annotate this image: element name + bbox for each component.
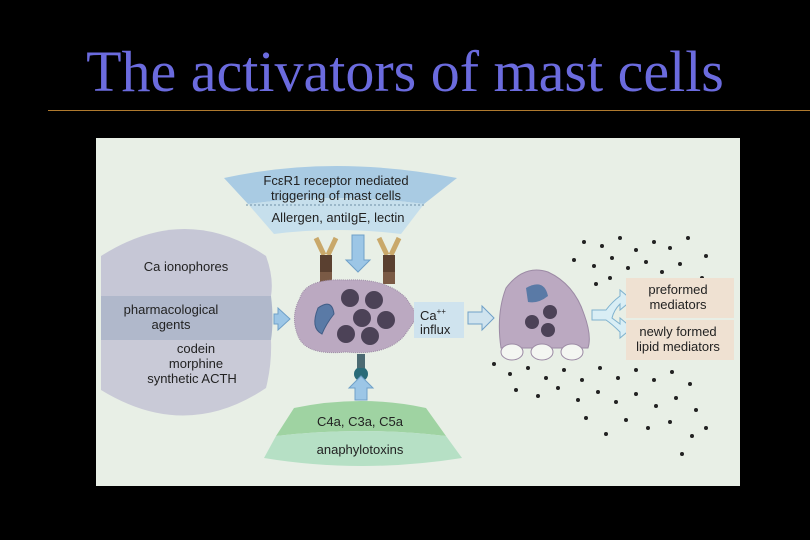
bottom-fan-top (276, 401, 446, 436)
mast-cell-diagram: FcεR1 receptor mediated triggering of ma… (96, 138, 740, 486)
anaphylotoxin-receptor (354, 367, 368, 381)
bottom-bottom-label: anaphylotoxins (317, 442, 404, 457)
granule (361, 327, 379, 345)
left-fan-top (101, 229, 272, 296)
fce-title-line2: triggering of mast cells (271, 188, 402, 203)
slide-title: The activators of mast cells (86, 39, 724, 104)
degranulation-vesicle (500, 343, 524, 361)
granule (337, 325, 355, 343)
left-fan-mid (101, 296, 273, 340)
left-fan-bottom (101, 340, 272, 416)
left-bottom-line1: codein (177, 341, 215, 356)
granule (543, 305, 557, 319)
release-arrow (591, 288, 633, 340)
diagram-svg: FcεR1 receptor mediated triggering of ma… (101, 166, 734, 466)
released-mediators (492, 236, 708, 456)
receptor-right (376, 236, 402, 284)
granule (365, 291, 383, 309)
granule (525, 315, 539, 329)
degranulation-vesicle (530, 343, 554, 361)
fce-title-line1: FcεR1 receptor mediated (263, 173, 408, 188)
influx-arrow (467, 304, 495, 332)
fce-subtitle: Allergen, antiIgE, lectin (272, 210, 405, 225)
granule (541, 323, 555, 337)
receptor-left (313, 236, 339, 284)
left-top-label: Ca ionophores (144, 259, 229, 274)
preformed-mediators-box (626, 278, 734, 318)
bottom-top-label: C4a, C3a, C5a (317, 414, 404, 429)
preformed-line2: mediators (649, 297, 707, 312)
influx-label: influx (420, 322, 451, 337)
granule (341, 289, 359, 307)
fce-fan-bottom (248, 198, 424, 234)
preformed-line1: preformed (648, 282, 707, 297)
left-mid-line2: agents (151, 317, 191, 332)
granule (353, 309, 371, 327)
left-bottom-line2: morphine (169, 356, 223, 371)
degranulation-vesicle (560, 343, 584, 361)
left-mid-line1: pharmacological (124, 302, 219, 317)
bottom-arrow (347, 375, 375, 401)
nucleus-activated (526, 284, 548, 303)
lipid-line1: newly formed (639, 324, 716, 339)
granule (377, 311, 395, 329)
title-divider (48, 110, 810, 111)
ca-label: Ca++ (420, 307, 446, 323)
left-bottom-line3: synthetic ACTH (147, 371, 237, 386)
receptor-stem (357, 354, 365, 368)
nucleus-resting (314, 303, 335, 335)
fce-arrow (344, 234, 372, 273)
fce-fan-top (224, 166, 457, 204)
lipid-line2: lipid mediators (636, 339, 720, 354)
ca-influx-box (414, 302, 464, 338)
left-arrow (273, 306, 291, 332)
newly-formed-lipid-box (626, 320, 734, 360)
bottom-fan-bottom (264, 431, 462, 466)
